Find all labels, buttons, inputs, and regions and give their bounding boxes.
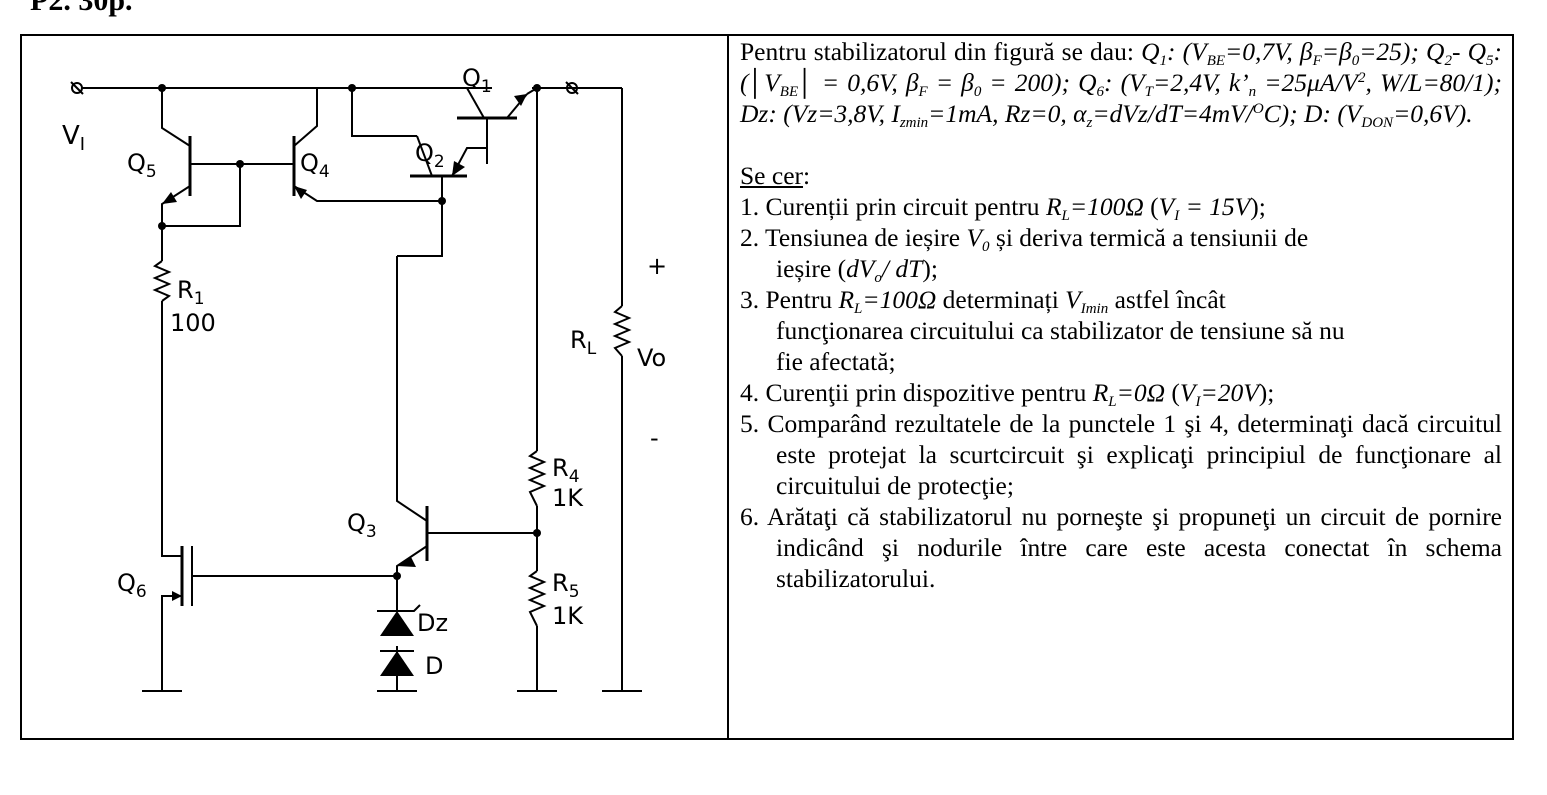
q2-label: Q2 [415,139,445,172]
minus-sign: - [650,424,659,452]
q5-label: Q5 [127,149,157,182]
task-item-4: 4. Curenţii prin dispozitive pentru RL=0… [740,378,1275,410]
task-item-6: 6. Arătaţi că stabilizatorul nu porneşte… [740,502,1503,593]
rl-label: RL [570,326,597,359]
q3-label: Q3 [347,509,377,542]
task-item-3: 3. Pentru RL=100Ω determinați VImin astf… [740,285,1345,376]
task-item-2: 2. Tensiunea de ieșire V0 și deriva term… [740,223,1309,286]
q4-label: Q4 [300,149,330,182]
r1-value: 100 [170,309,216,337]
circuit-diagram: VI Q1 Q2 Q5 Q4 R1 100 + RL Vo - R4 1K Q3… [62,64,667,692]
task-item-1: 1. Curenții prin circuit pentru RL=100Ω … [740,192,1266,224]
dz-label: Dz [417,609,448,637]
r5-value: 1K [552,602,584,630]
r4-value: 1K [552,484,584,512]
frame-divider [727,34,729,740]
r5-label: R5 [552,569,580,602]
vi-label: VI [62,121,85,155]
task-item-5: 5. Comparând rezultatele de la punctele … [740,409,1503,500]
q6-label: Q6 [117,569,147,602]
se-cer-heading: Se cer: [740,161,811,190]
problem-text: Pentru stabilizatorul din figură se dau:… [740,36,1502,594]
problem-header: P2. 30p. [30,0,133,17]
problem-frame [20,34,1514,740]
given-paragraph: Pentru stabilizatorul din figură se dau:… [740,37,1503,131]
vo-label: Vo [637,344,666,372]
q1-label: Q1 [462,64,492,97]
r4-label: R4 [552,454,580,487]
r1-label: R1 [177,276,205,309]
d-label: D [425,652,443,680]
plus-sign: + [647,252,667,280]
